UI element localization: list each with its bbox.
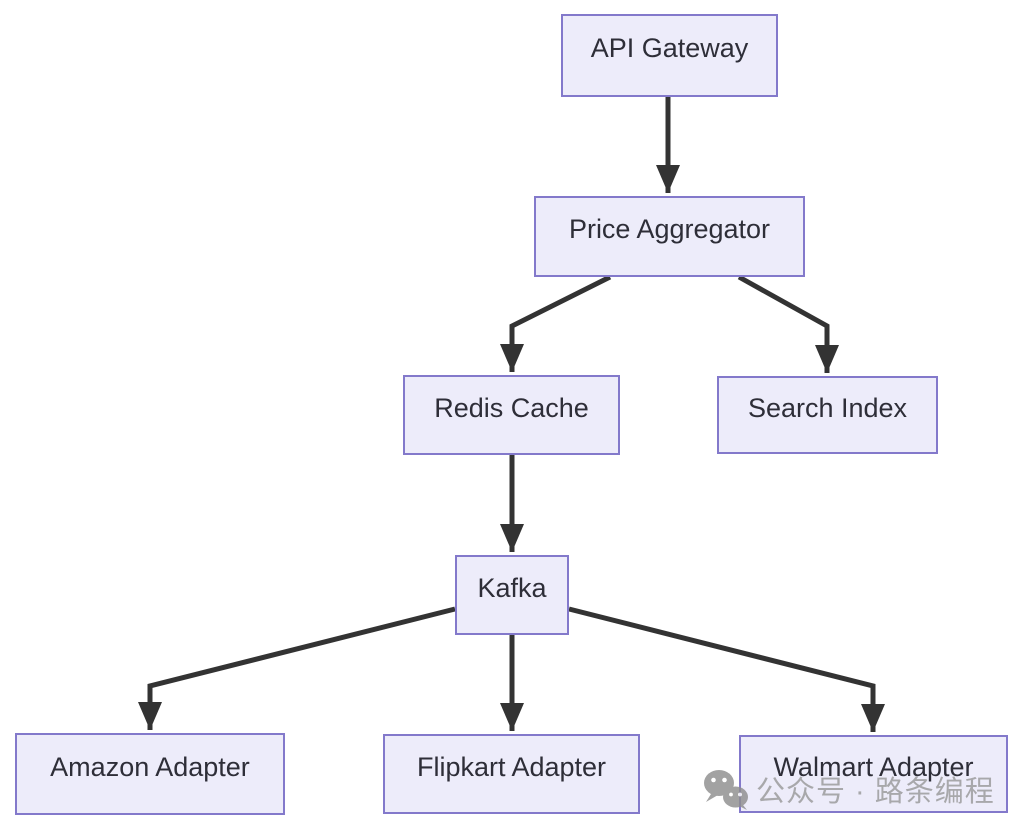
node-price-aggregator: Price Aggregator bbox=[534, 196, 805, 277]
node-redis-cache-label: Redis Cache bbox=[434, 392, 589, 423]
edge-kafka-to-walmart-adapter bbox=[568, 606, 885, 732]
edge-price-aggregator-to-redis-cache bbox=[500, 274, 612, 372]
node-flipkart-adapter-label: Flipkart Adapter bbox=[416, 751, 607, 782]
node-price-aggregator-label: Price Aggregator bbox=[568, 214, 771, 244]
node-api-gateway-label: API Gateway bbox=[590, 33, 749, 63]
node-api-gateway: API Gateway bbox=[561, 14, 778, 97]
node-walmart-adapter-label: Walmart Adapter bbox=[773, 751, 974, 782]
node-kafka: Kafka bbox=[455, 555, 569, 635]
node-amazon-adapter-label: Amazon Adapter bbox=[50, 751, 250, 782]
node-walmart-adapter: Walmart Adapter bbox=[739, 735, 1008, 813]
node-redis-cache: Redis Cache bbox=[403, 375, 620, 455]
node-search-index: Search Index bbox=[717, 376, 938, 454]
node-flipkart-adapter: Flipkart Adapter bbox=[383, 734, 640, 814]
node-kafka-label: Kafka bbox=[477, 572, 547, 603]
edge-kafka-to-amazon-adapter bbox=[138, 606, 456, 730]
edge-price-aggregator-to-search-index bbox=[737, 274, 839, 373]
node-amazon-adapter: Amazon Adapter bbox=[15, 733, 285, 815]
node-search-index-label: Search Index bbox=[747, 392, 908, 423]
